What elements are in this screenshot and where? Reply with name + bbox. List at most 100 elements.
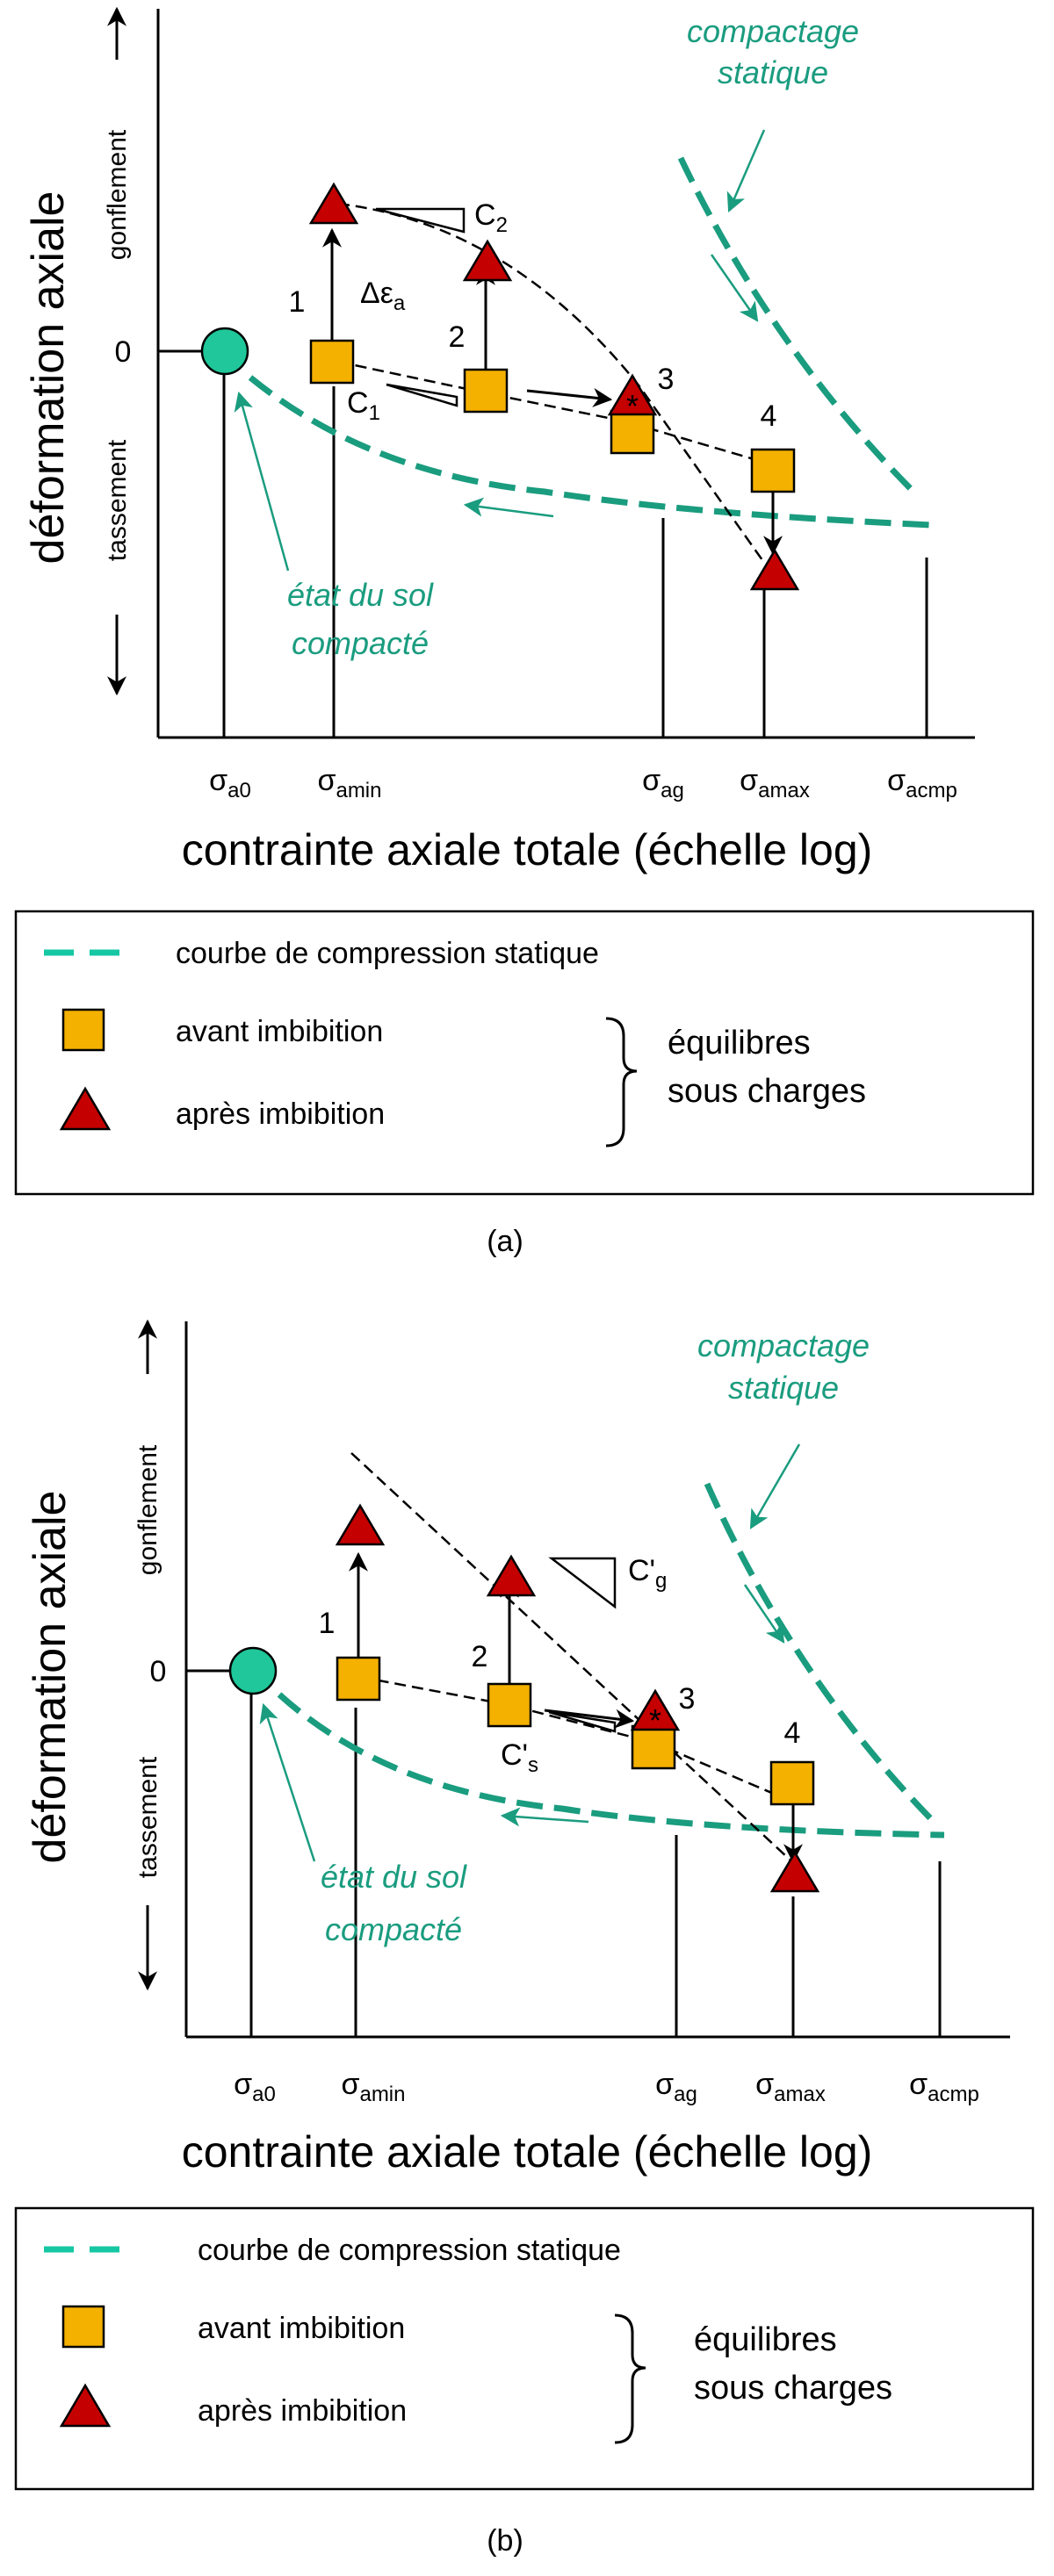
square-2	[463, 368, 509, 414]
teal-arrow-compactage-b	[749, 1443, 801, 1529]
legend-b-curve-label: courbe de compression statique	[198, 2234, 621, 2267]
initial-state-circle	[200, 327, 249, 376]
point-label-3: 3	[658, 363, 675, 396]
tick-a0-b: σa0	[234, 2068, 276, 2106]
teal-arrow-curve-left	[463, 497, 554, 518]
etat-label-b: état du sol	[321, 1859, 467, 1895]
tick-amin-b: σamin	[341, 2068, 405, 2106]
legend-b-square	[61, 2305, 105, 2349]
tick-ag: σag	[642, 764, 684, 802]
caption-a: (a)	[487, 1225, 523, 1258]
legend-a-brace	[605, 1017, 638, 1148]
point-label-1: 1	[289, 285, 306, 319]
point-label-2: 2	[449, 320, 466, 354]
triangle-2	[462, 239, 513, 282]
point-label-1-b: 1	[319, 1607, 336, 1640]
point-label-3-b: 3	[679, 1682, 696, 1716]
initial-state-circle-b	[228, 1646, 278, 1695]
trajectory-settle	[337, 360, 776, 467]
slope-triangle-c1	[386, 383, 458, 407]
tick-ag-b: σag	[655, 2068, 697, 2106]
triangle-3	[607, 373, 658, 416]
square-4-b	[769, 1760, 815, 1806]
slope-triangle-cg	[548, 1557, 617, 1609]
tick-amax: σamax	[740, 764, 810, 802]
legend-a-frame	[14, 910, 1035, 1196]
caption-b: (b)	[487, 2524, 523, 2558]
tick-amin: σamin	[317, 764, 381, 802]
tassement-label-b: tassement	[134, 1756, 162, 1878]
tick-a0: σa0	[209, 764, 251, 802]
point-label-2-b: 2	[472, 1640, 488, 1673]
triangle-4-b	[769, 1850, 820, 1893]
slope-cg-label: C'g	[628, 1554, 667, 1593]
teal-arrow-curve-down-b	[743, 1584, 785, 1644]
square-4	[750, 448, 796, 493]
static-compaction-curve-b	[704, 1482, 941, 1829]
teal-arrow-etat	[234, 391, 290, 572]
tick-amax-b: σamax	[755, 2068, 826, 2106]
trajectory-swell	[337, 202, 764, 561]
delta-label: Δεa	[360, 277, 406, 315]
teal-arrow-curve-left-b	[500, 1807, 589, 1827]
gonflement-label: gonflement	[103, 129, 132, 260]
compacte-label-b: compacté	[325, 1911, 462, 1947]
y-zero-b: 0	[150, 1655, 167, 1688]
triangle-1	[308, 182, 359, 225]
legend-a-group-2: sous charges	[668, 1073, 866, 1110]
slope-c1-label: C1	[347, 386, 380, 425]
statique-label-text: statique	[718, 54, 828, 90]
legend-b-triangle-label: après imbibition	[198, 2394, 407, 2428]
teal-arrow-compactage	[726, 129, 766, 213]
triangle-4	[749, 548, 800, 591]
tassement-label: tassement	[103, 439, 132, 561]
trajectory-swell-b	[350, 1452, 800, 1869]
square-1	[309, 339, 355, 385]
legend-b-group-1: équilibres	[694, 2321, 837, 2358]
panel-b: gonflement tassement déformation axiale …	[25, 1319, 1010, 2177]
etat-label: état du sol	[287, 577, 434, 613]
panel-a: gonflement tassement déformation axiale …	[23, 6, 975, 874]
tick-acmp-b: σacmp	[909, 2068, 979, 2106]
square-2-b	[487, 1682, 532, 1728]
statique-label-b: statique	[728, 1370, 839, 1406]
legend-a-square	[61, 1008, 105, 1052]
y-axis-label-b: déformation axiale	[25, 1491, 76, 1864]
legend-a-triangle	[59, 1086, 112, 1131]
gonflement-label-b: gonflement	[134, 1444, 162, 1575]
triangle-3-b	[630, 1688, 681, 1731]
legend-a: courbe de compression statique avant imb…	[14, 910, 1035, 1196]
legend-a-group-1: équilibres	[668, 1025, 811, 1061]
legend-b-frame	[14, 2206, 1035, 2491]
static-compaction-curve	[677, 156, 920, 499]
point-label-4-b: 4	[784, 1716, 801, 1750]
compacte-label: compacté	[292, 625, 429, 661]
legend-b-triangle	[59, 2383, 112, 2428]
trajectory-settle-b	[359, 1675, 793, 1803]
star-3-b: *	[649, 1702, 661, 1738]
square-1-b	[336, 1656, 381, 1702]
teal-arrow-etat-b	[259, 1702, 316, 1862]
slope-triangle-cs	[548, 1710, 617, 1733]
compaction-curve-b	[277, 1692, 945, 1838]
triangle-1-b	[335, 1503, 386, 1546]
slope-c2-label: C2	[474, 198, 508, 237]
triangle-2-b	[486, 1554, 537, 1597]
slope-cs-label: C's	[501, 1738, 538, 1777]
x-axis-label-b: contrainte axiale totale (échelle log)	[182, 2127, 873, 2177]
compactage-label-b: compactage	[697, 1328, 870, 1364]
tick-acmp: σacmp	[887, 764, 957, 802]
legend-b-group-2: sous charges	[694, 2370, 892, 2407]
y-zero: 0	[115, 335, 132, 369]
arrow-2-to-3	[526, 387, 613, 407]
x-axis-label: contrainte axiale totale (échelle log)	[182, 825, 873, 874]
teal-arrow-curve-down	[710, 254, 759, 322]
y-axis-label: déformation axiale	[23, 191, 74, 565]
arrow-2-to-3-b	[544, 1709, 635, 1729]
point-label-4: 4	[761, 399, 777, 433]
legend-b: courbe de compression statique avant imb…	[14, 2206, 1035, 2491]
legend-a-square-label: avant imbibition	[176, 1015, 383, 1048]
legend-a-curve-label: courbe de compression statique	[176, 937, 599, 970]
compactage-label: compactage	[687, 13, 859, 49]
